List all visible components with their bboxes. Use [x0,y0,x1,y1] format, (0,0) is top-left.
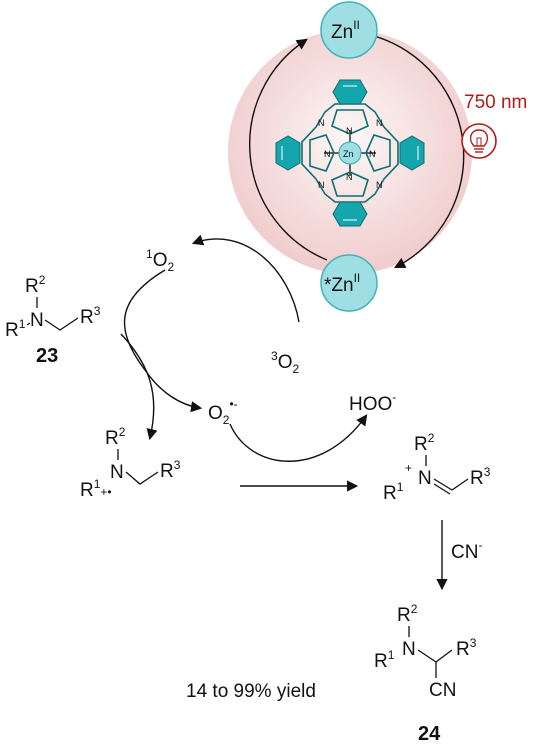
wavelength-label: 750 nm [464,92,527,113]
hydroperoxide-arrow [229,414,368,462]
svg-text:R1: R1 [374,648,395,672]
svg-text:R2: R2 [397,602,418,626]
svg-text:R2: R2 [25,273,46,297]
svg-text:R3: R3 [80,304,101,328]
hydroperoxide-label: HOO- [349,390,396,415]
svg-text:N: N [376,118,383,128]
cycle-arrow-left [249,38,328,261]
svg-text:N: N [418,468,432,489]
svg-text:N: N [376,180,383,190]
svg-text:R2: R2 [414,431,435,455]
svg-text:CN: CN [429,680,456,701]
svg-text:R1: R1 [5,317,26,341]
zinc-excited-state-node [320,254,378,312]
svg-text:N: N [346,126,353,136]
cyanide-reagent-label: CN- [451,538,482,563]
superoxide-label: O2•- [208,397,238,427]
compound-24-structure: R2 N R1 R3 CN [374,602,477,701]
svg-text:Zn: Zn [343,149,354,159]
iminium-structure: R2 + N R1 R3 [383,431,491,504]
yield-label: 14 to 99% yield [186,681,316,702]
svg-text:R3: R3 [456,636,477,660]
compound-23-structure: R2 N R1 R3 [5,273,101,341]
compound-23-number: 23 [36,345,58,367]
svg-text:R3: R3 [160,458,181,482]
lightbulb-icon [461,123,497,159]
svg-text:+: + [405,461,412,475]
svg-text:N: N [110,462,124,483]
singlet-to-substrate-arrow [123,269,166,371]
zinc-excited-label: *ZnII [324,271,360,296]
zinc-ground-state-node [320,1,378,59]
svg-text:R1+•: R1+• [80,477,112,501]
singlet-oxygen-label: 1O2 [146,247,174,274]
radical-cation-structure: R2 N R1+• R3 [80,425,181,501]
svg-text:N: N [318,118,325,128]
svg-text:N: N [324,149,331,159]
svg-text:N: N [318,180,325,190]
energy-transfer-arrow [191,234,300,323]
svg-text:N: N [346,172,353,182]
svg-text:R1: R1 [383,480,404,504]
compound-24-number: 24 [418,723,441,745]
zinc-ground-label: ZnII [331,18,360,43]
svg-text:N: N [30,310,44,331]
zinc-phthalocyanine-structure: Zn N N N N N N N N [275,79,425,227]
svg-text:R2: R2 [105,425,126,449]
superoxide-formation-arrow [144,369,203,413]
triplet-oxygen-label: 3O2 [271,349,299,376]
svg-text:R3: R3 [470,465,491,489]
svg-text:N: N [402,639,416,660]
svg-text:N: N [369,149,376,159]
superoxide-release-arrow [120,333,158,441]
